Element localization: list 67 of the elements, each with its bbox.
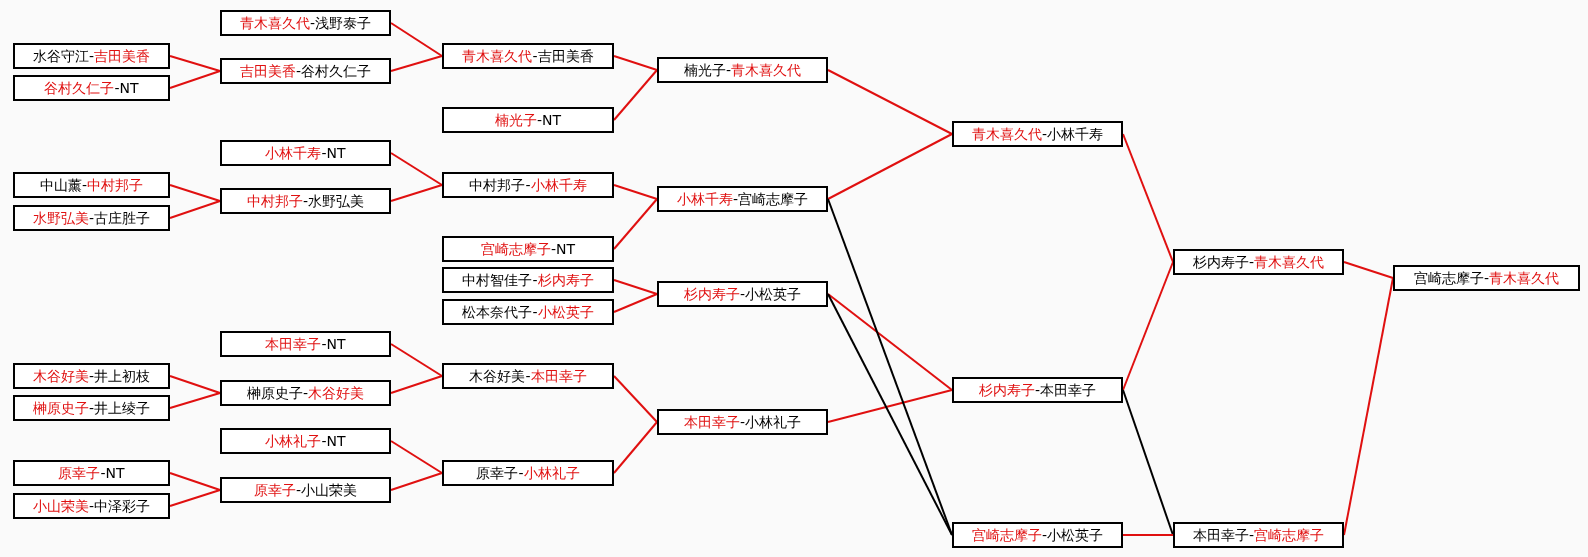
pairing-box: 宫崎志摩子-NT bbox=[442, 236, 614, 262]
pairing-box: 本田幸子-NT bbox=[220, 331, 391, 357]
bracket-line bbox=[169, 489, 221, 507]
bracket-line bbox=[390, 184, 443, 202]
bracket-line bbox=[169, 472, 221, 491]
bracket-line bbox=[827, 133, 953, 200]
pairing-box: 木谷好美-井上初枝 bbox=[13, 363, 170, 389]
pairing-box: 杉内寿子-青木喜久代 bbox=[1173, 249, 1344, 275]
bracket-line bbox=[613, 69, 658, 121]
pairing-box: 中村智佳子-杉内寿子 bbox=[442, 267, 614, 293]
pairing-box: 水野弘美-古庄胜子 bbox=[13, 205, 170, 231]
pairing-box: 杉内寿子-小松英子 bbox=[657, 281, 828, 307]
bracket-line bbox=[390, 152, 443, 186]
pairing-box: 宫崎志摩子-小松英子 bbox=[952, 522, 1123, 548]
bracket-line bbox=[613, 375, 658, 423]
pairing-box: 吉田美香-谷村久仁子 bbox=[220, 58, 391, 84]
pairing-box: 青木喜久代-浅野泰子 bbox=[220, 10, 391, 36]
bracket-line bbox=[390, 375, 443, 394]
bracket-line bbox=[169, 392, 221, 409]
pairing-box: 水谷守江-吉田美香 bbox=[13, 43, 170, 69]
bracket-line bbox=[613, 279, 658, 295]
bracket-line bbox=[827, 293, 953, 391]
pairing-box: 榊原史子-井上绫子 bbox=[13, 395, 170, 421]
bracket-line bbox=[169, 70, 221, 89]
pairing-box: 谷村久仁子-NT bbox=[13, 75, 170, 101]
pairing-box: 原幸子-NT bbox=[13, 460, 170, 486]
pairing-box: 小山荣美-中泽彩子 bbox=[13, 493, 170, 519]
bracket-line bbox=[613, 198, 658, 250]
pairing-box: 杉内寿子-本田幸子 bbox=[952, 377, 1123, 403]
pairing-box: 楠光子-青木喜久代 bbox=[657, 57, 828, 83]
pairing-box: 宫崎志摩子-青木喜久代 bbox=[1393, 265, 1580, 291]
pairing-box: 榊原史子-木谷好美 bbox=[220, 380, 391, 406]
bracket-line bbox=[169, 200, 221, 219]
pairing-box: 原幸子-小山荣美 bbox=[220, 477, 391, 503]
bracket-line bbox=[827, 69, 953, 135]
bracket-line bbox=[1122, 261, 1174, 391]
bracket-line bbox=[827, 389, 953, 423]
bracket-line bbox=[1122, 133, 1174, 263]
bracket-line bbox=[390, 440, 443, 474]
bracket-line bbox=[390, 343, 443, 377]
pairing-box: 小林礼子-NT bbox=[220, 428, 391, 454]
bracket-line bbox=[169, 375, 221, 394]
pairing-box: 青木喜久代-吉田美香 bbox=[442, 43, 614, 69]
bracket-line bbox=[169, 55, 221, 72]
pairing-box: 小林千寿-宫崎志摩子 bbox=[657, 186, 828, 212]
pairing-box: 中山薰-中村邦子 bbox=[13, 172, 170, 198]
bracket-line bbox=[613, 184, 658, 200]
bracket-line bbox=[613, 55, 658, 71]
pairing-box: 中村邦子-水野弘美 bbox=[220, 188, 391, 214]
bracket-line bbox=[390, 472, 443, 491]
pairing-box: 本田幸子-小林礼子 bbox=[657, 409, 828, 435]
bracket-line bbox=[1122, 534, 1174, 536]
bracket-line bbox=[390, 55, 443, 72]
pairing-box: 青木喜久代-小林千寿 bbox=[952, 121, 1123, 147]
bracket-line bbox=[613, 421, 658, 474]
pairing-box: 中村邦子-小林千寿 bbox=[442, 172, 614, 198]
bracket-line bbox=[390, 22, 443, 57]
pairing-box: 小林千寿-NT bbox=[220, 140, 391, 166]
pairing-box: 木谷好美-本田幸子 bbox=[442, 363, 614, 389]
pairing-box: 松本奈代子-小松英子 bbox=[442, 299, 614, 325]
pairing-box: 原幸子-小林礼子 bbox=[442, 460, 614, 486]
pairing-box: 楠光子-NT bbox=[442, 107, 614, 133]
bracket-line bbox=[169, 184, 221, 202]
pairing-box: 本田幸子-宫崎志摩子 bbox=[1173, 522, 1344, 548]
bracket-line bbox=[827, 293, 953, 536]
bracket-line bbox=[1343, 261, 1394, 279]
bracket-line bbox=[613, 293, 658, 313]
